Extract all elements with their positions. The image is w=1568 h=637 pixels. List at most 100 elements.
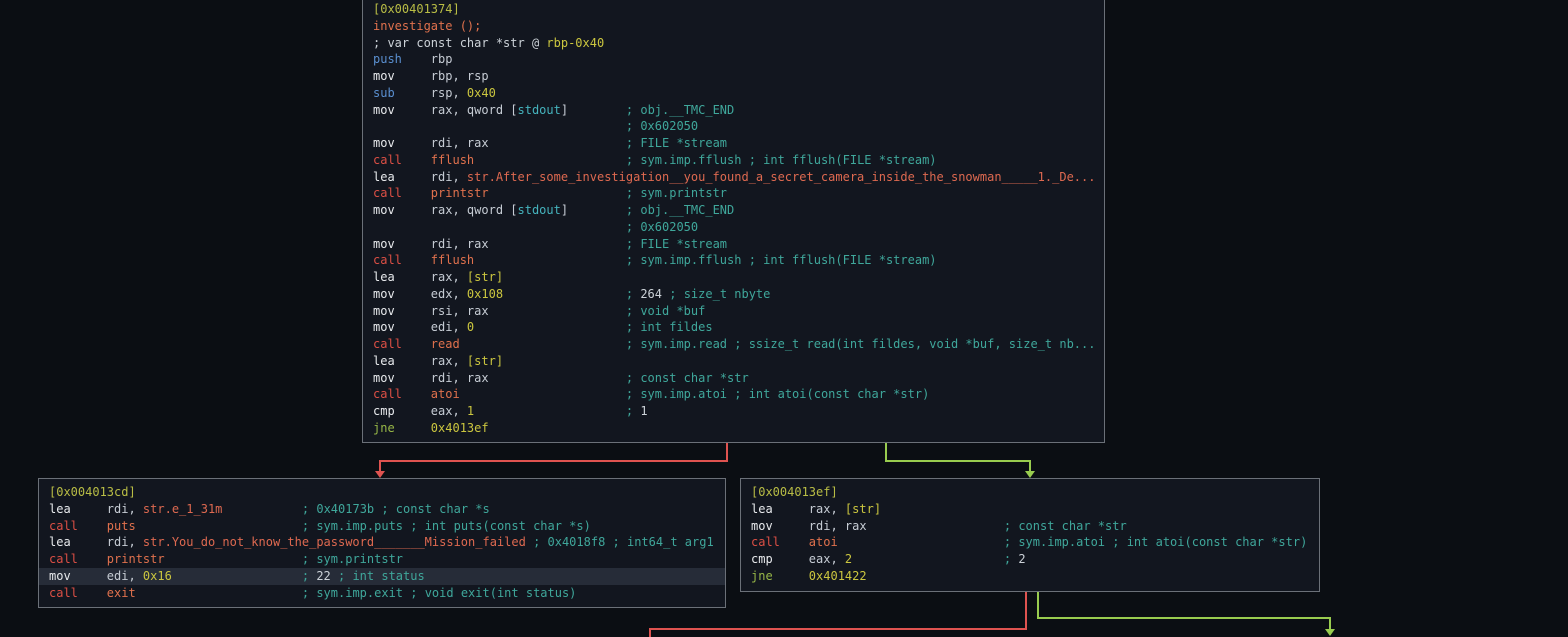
asm-line[interactable]: call exit ; sym.imp.exit ; void exit(int… [49, 585, 715, 602]
asm-token-pad [474, 253, 626, 267]
jump-edge-true-from-0x4013ef [1037, 591, 1331, 629]
asm-token-com: ; 0x40173b ; const char *s [301, 501, 490, 516]
asm-line[interactable]: mov rdi, rax ; const char *str [373, 370, 1094, 387]
asm-token-com: ; 0x4018f8 ; int64_t arg1 [533, 535, 714, 550]
asm-token-reg: rdi, rax [430, 370, 489, 385]
jump-edge-true-to-0x4013ef [885, 443, 1031, 471]
asm-token-flg: stdout [517, 102, 561, 117]
asm-token-comw: 1 [640, 404, 648, 418]
asm-token-com: ; obj.__TMC_END [625, 203, 735, 217]
asm-token-pad [165, 552, 302, 566]
asm-token-reg: rax, [430, 270, 467, 284]
asm-token-callm: call [49, 552, 107, 566]
basic-block-0x004013cd[interactable]: [0x004013cd]lea rdi, str.e_1_31m ; 0x401… [38, 478, 726, 608]
asm-token-pad [568, 203, 626, 217]
asm-line[interactable]: mov rax, qword [stdout] ; obj.__TMC_END [373, 202, 1094, 219]
asm-token-num: rbp-0x40 [546, 35, 605, 50]
asm-line[interactable]: call printstr ; sym.printstr [373, 185, 1094, 202]
asm-token-kwb: push [373, 52, 431, 67]
asm-line[interactable]: lea rdi, str.After_some_investigation__y… [373, 169, 1095, 186]
asm-token-num: 0 [466, 320, 475, 335]
asm-line[interactable]: jne 0x4013ef [373, 420, 1094, 437]
asm-token-com: ; const char *str [625, 370, 749, 385]
asm-line[interactable]: ; 0x602050 [373, 118, 1094, 135]
asm-token-mn: lea [49, 501, 107, 516]
asm-token-comw: 264 [640, 286, 663, 301]
asm-token-callm: call [373, 337, 431, 351]
asm-line[interactable]: ; 0x602050 [373, 219, 1094, 236]
asm-line[interactable]: mov rsi, rax ; void *buf [373, 303, 1094, 320]
asm-token-com: ; 0x602050 [625, 119, 699, 134]
asm-token-reg: rax, [430, 353, 467, 368]
asm-token-com: ; FILE *stream [625, 136, 728, 150]
asm-token-com: ; [625, 286, 641, 301]
asm-line[interactable]: [0x004013cd] [49, 484, 715, 501]
asm-token-reg: rdi, [106, 501, 143, 516]
asm-line[interactable]: lea rax, [str] [751, 501, 1309, 518]
asm-line[interactable]: mov rdi, rax ; const char *str [751, 518, 1309, 535]
basic-block-0x00401374[interactable]: [0x00401374]investigate (); ; var const c… [362, 0, 1105, 443]
asm-token-reg: edi, [430, 320, 467, 335]
asm-token-pad [373, 119, 626, 133]
asm-line[interactable]: mov edi, 0 ; int fildes [373, 319, 1094, 336]
asm-token-str: str.e_1_31m [142, 501, 223, 516]
asm-token-com: ; const char *str [1003, 518, 1127, 533]
asm-token-com: ; sym.imp.fflush ; int fflush(FILE *stre… [625, 253, 937, 268]
asm-line[interactable]: lea rax, [str] [373, 353, 1094, 370]
asm-line[interactable]: ; var const char *str @ rbp-0x40 [373, 35, 1094, 52]
asm-token-pad [460, 337, 626, 351]
basic-block-0x004013ef[interactable]: [0x004013ef] lea rax, [str]mov rdi, rax ;… [740, 478, 1320, 592]
asm-line-selected[interactable]: mov edi, 0x16 ; 22 ; int status [39, 567, 725, 585]
asm-token-reg: rdi, [106, 535, 143, 550]
asm-line[interactable]: sub rsp, 0x40 [373, 85, 1094, 102]
asm-token-callm: call [751, 535, 809, 550]
asm-line[interactable]: push rbp [373, 51, 1094, 68]
asm-line[interactable]: mov rdi, rax ; FILE *stream [373, 236, 1094, 253]
asm-token-mn: mov [49, 568, 107, 583]
asm-line[interactable]: mov rdi, rax ; FILE *stream [373, 135, 1094, 152]
asm-token-com: ; void *buf [625, 303, 706, 318]
jump-edge-true-from-0x4013ef-arrowhead-icon [1325, 629, 1335, 636]
asm-token-reg: rdi, rax [808, 518, 867, 533]
asm-token-pad [489, 186, 626, 200]
asm-line[interactable]: mov rax, qword [stdout] ; obj.__TMC_END [373, 102, 1094, 119]
asm-line[interactable]: call read ; sym.imp.read ; ssize_t read(… [373, 336, 1096, 353]
asm-token-mn: mov [751, 518, 809, 533]
asm-token-mn: mov [373, 320, 431, 335]
asm-token-fn: investigate (); [373, 18, 482, 33]
asm-line[interactable]: lea rdi, str.e_1_31m ; 0x40173b ; const … [49, 501, 715, 518]
jump-edge-true-to-0x4013ef-arrowhead-icon [1025, 471, 1035, 478]
asm-line[interactable]: call atoi ; sym.imp.atoi ; int atoi(cons… [373, 386, 1094, 403]
asm-line[interactable]: cmp eax, 1 ; 1 [373, 403, 1094, 420]
asm-line[interactable]: jne 0x401422 [751, 568, 1309, 585]
asm-token-comw: ; var const char *str @ [373, 35, 547, 50]
asm-token-mn: cmp [373, 404, 431, 418]
asm-token-reg: rbp, rsp [430, 69, 489, 83]
asm-token-pad [503, 287, 626, 301]
asm-token-reg: rax, qword [ [430, 203, 518, 217]
asm-token-pad [136, 519, 302, 533]
asm-token-reg: rdi, [430, 169, 467, 184]
asm-token-com: ; sym.imp.read ; ssize_t read(int fildes… [625, 337, 1096, 351]
asm-line[interactable]: investigate (); [373, 18, 1094, 35]
asm-token-mn: mov [373, 303, 431, 318]
asm-token-fn: fflush [430, 152, 475, 167]
asm-line[interactable]: call fflush ; sym.imp.fflush ; int fflus… [373, 152, 1094, 169]
asm-line[interactable]: call printstr ; sym.printstr [49, 551, 715, 568]
asm-line[interactable]: mov edx, 0x108 ; 264 ; size_t nbyte [373, 286, 1094, 303]
asm-line[interactable]: mov rbp, rsp [373, 68, 1094, 85]
asm-line[interactable]: cmp eax, 2 ; 2 [751, 551, 1309, 568]
asm-line[interactable]: call atoi ; sym.imp.atoi ; int atoi(cons… [751, 534, 1309, 551]
asm-token-fn: puts [106, 518, 136, 533]
asm-line[interactable]: [0x004013ef] [751, 484, 1309, 501]
asm-line[interactable]: call fflush ; sym.imp.fflush ; int fflus… [373, 252, 1094, 269]
asm-line[interactable]: call puts ; sym.imp.puts ; int puts(cons… [49, 518, 715, 535]
asm-token-reg: rsp, [430, 85, 467, 100]
asm-token-pad [474, 153, 626, 167]
asm-line[interactable]: [0x00401374] [373, 1, 1094, 18]
asm-token-hdr: [0x004013ef] [751, 485, 838, 499]
asm-line[interactable]: lea rax, [str] [373, 269, 1094, 286]
asm-line[interactable]: lea rdi, str.You_do_not_know_the_passwor… [49, 534, 715, 551]
